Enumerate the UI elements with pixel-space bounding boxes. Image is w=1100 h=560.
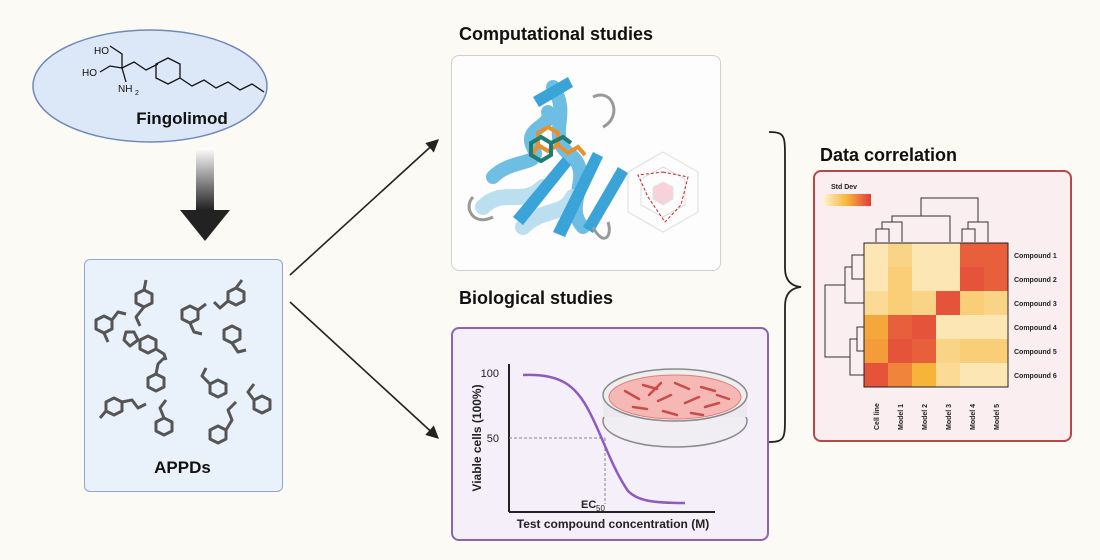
- appds-label: APPDs: [154, 458, 211, 477]
- row-dendrogram: [824, 254, 864, 376]
- ho-top-label: HO: [94, 46, 109, 57]
- heatmap-cell: [960, 315, 984, 339]
- tick-50: 50: [487, 433, 499, 445]
- fingolimod-structure: [99, 45, 265, 93]
- correlation-title: Data correlation: [820, 145, 958, 165]
- legend-gradient: [823, 194, 871, 206]
- heatmap-cell: [936, 267, 960, 291]
- viability-chart: 100 50 EC 50 Viable cells (100%) Test co…: [470, 364, 748, 531]
- heatmap-cell: [888, 363, 912, 387]
- down-arrow: [180, 148, 230, 241]
- heatmap-cell: [912, 267, 936, 291]
- heatmap-cell: [888, 339, 912, 363]
- biological-title: Biological studies: [459, 288, 614, 308]
- heatmap-cell: [864, 339, 888, 363]
- heatmap-cell: [984, 243, 1008, 267]
- heatmap-cell: [864, 267, 888, 291]
- heatmap-cell: [864, 315, 888, 339]
- appds-molecules: [94, 279, 272, 445]
- heatmap-panel: Std Dev Compound 1 Compound 2 Compound 3…: [823, 184, 1057, 430]
- heatmap-cell: [936, 243, 960, 267]
- heatmap-cell: [912, 243, 936, 267]
- col-label-model-2: Model 2: [922, 404, 929, 430]
- legend-label: Std Dev: [831, 184, 857, 191]
- row-label-compound-4: Compound 4: [1014, 325, 1057, 332]
- col-label-model-5: Model 5: [994, 404, 1001, 430]
- computational-box: [451, 55, 721, 271]
- tick-100: 100: [481, 368, 499, 380]
- fingolimod-ellipse: HO HO NH 2 Fingolimod: [32, 29, 268, 143]
- row-label-compound-1: Compound 1: [1014, 253, 1057, 260]
- heatmap-cell: [888, 291, 912, 315]
- nh-label: NH: [118, 84, 132, 95]
- heatmap-cell: [936, 339, 960, 363]
- heatmap-border: [863, 242, 1009, 388]
- ec50-subscript: 50: [596, 504, 605, 513]
- heatmap-cell: [936, 291, 960, 315]
- fingolimod-label: Fingolimod: [136, 109, 228, 128]
- dose-response-curve: [522, 373, 686, 505]
- heatmap-cell: [960, 291, 984, 315]
- petri-dish: [602, 368, 748, 448]
- heatmap-cell: [936, 363, 960, 387]
- heatmap-cell: [912, 291, 936, 315]
- heatmap-grid: [863, 242, 1009, 388]
- row-label-compound-5: Compound 5: [1014, 349, 1057, 356]
- heatmap-cell: [984, 267, 1008, 291]
- col-label-model-1: Model 1: [898, 404, 905, 430]
- heatmap-cell: [864, 243, 888, 267]
- heatmap-cell: [864, 363, 888, 387]
- heatmap-cell: [960, 363, 984, 387]
- curly-brace: [768, 131, 802, 443]
- col-label-model-4: Model 4: [970, 404, 977, 430]
- heatmap-cell: [960, 267, 984, 291]
- heatmap-cell: [960, 243, 984, 267]
- heatmap-cell: [984, 315, 1008, 339]
- branch-arrows: [289, 139, 439, 439]
- heatmap-cell: [936, 315, 960, 339]
- col-label-cell-line: Cell line: [874, 403, 881, 430]
- col-label-model-3: Model 3: [946, 404, 953, 430]
- heatmap-cell: [960, 339, 984, 363]
- column-dendrogram: [875, 197, 989, 242]
- ho-left-label: HO: [82, 68, 97, 79]
- row-label-compound-6: Compound 6: [1014, 373, 1057, 380]
- heatmap-cell: [984, 363, 1008, 387]
- nh-subscript: 2: [135, 90, 139, 97]
- heatmap-cell: [912, 315, 936, 339]
- heatmap-cell: [912, 363, 936, 387]
- appds-box: [84, 259, 283, 492]
- heatmap-cell: [912, 339, 936, 363]
- heatmap-cell: [888, 267, 912, 291]
- heatmap-cell: [888, 243, 912, 267]
- heatmap-cell: [864, 291, 888, 315]
- row-label-compound-2: Compound 2: [1014, 277, 1057, 284]
- radar-plot: [627, 151, 699, 233]
- y-axis-label: Viable cells (100%): [470, 384, 484, 491]
- x-axis-label: Test compound concentration (M): [517, 517, 709, 531]
- heatmap-cell: [984, 339, 1008, 363]
- protein-illustration: [467, 77, 699, 240]
- computational-title: Computational studies: [459, 24, 654, 44]
- heatmap-cell: [888, 315, 912, 339]
- heatmap-cell: [984, 291, 1008, 315]
- row-label-compound-3: Compound 3: [1014, 301, 1057, 308]
- ec50-label: EC: [581, 499, 596, 511]
